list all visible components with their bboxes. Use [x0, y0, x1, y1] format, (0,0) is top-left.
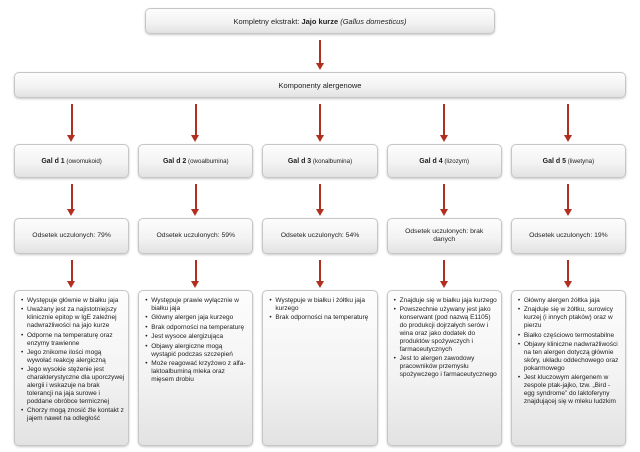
allergen-header-box: Gal d 3 (konalbumina)	[262, 144, 378, 178]
sensitized-label: Odsetek uczulonych: brak danych	[405, 227, 484, 243]
bullet-item: Jest kluczowym alergenem w zespole ptak-…	[516, 374, 621, 406]
bullet-item: Główny alergen żółtka jaja	[516, 297, 621, 305]
down-arrow-icon	[511, 178, 626, 218]
bullet-item: Brak odporności na temperaturę	[143, 324, 248, 332]
down-arrow-icon	[138, 254, 253, 290]
allergen-header-label: Gal d 1 (owomukoid)	[41, 158, 101, 165]
bullet-item: Znajduje się w żółtku, surowicy kurzej (…	[516, 306, 621, 330]
bullet-item: Białko częściowo termostabilne	[516, 332, 621, 340]
allergen-header-label: Gal d 5 (liwetyna)	[543, 158, 595, 165]
bullet-item: Brak odporności na temperaturę	[267, 314, 372, 322]
down-arrow-icon	[262, 178, 377, 218]
sensitized-label: Odsetek uczulonych: 59%	[156, 231, 236, 239]
bullet-item: Powszechnie używany jest jako konserwant…	[392, 306, 497, 354]
allergen-name: Gal d 3	[287, 157, 312, 165]
allergen-header-label: Gal d 2 (owoalbumina)	[163, 158, 229, 165]
title-latin-name: (Gallus domesticus)	[338, 16, 407, 26]
allergen-columns: Gal d 1 (owomukoid) Odsetek uczulonych: …	[14, 98, 627, 452]
allergen-name: Gal d 4	[419, 157, 443, 165]
bullet-item: Chorzy mogą znosić źle kontakt z jajem n…	[19, 407, 124, 423]
column-gal-d-3: Gal d 3 (konalbumina) Odsetek uczulonych…	[262, 98, 378, 452]
sensitized-label: Odsetek uczulonych: 19%	[529, 231, 608, 239]
bullet-item: Jest wysoce alergizująca	[143, 333, 248, 341]
bullet-item: Może reagować krzyżowo z alfa-laktoalbum…	[143, 360, 248, 384]
allergen-header-label: Gal d 4 (lizozym)	[419, 158, 469, 165]
details-list: Występuje głównie w białku jajaUważany j…	[19, 297, 124, 425]
down-arrow-icon	[14, 98, 129, 144]
sensitized-label: Odsetek uczulonych: 54%	[280, 231, 360, 239]
sensitized-box: Odsetek uczulonych: 59%	[138, 218, 254, 254]
bullet-item: Występuje głównie w białku jaja	[19, 297, 124, 305]
down-arrow-icon	[387, 254, 502, 290]
bullet-item: Odporne na temperaturę oraz enzymy trawi…	[19, 332, 124, 348]
details-list: Główny alergen żółtka jajaZnajduje się w…	[516, 297, 621, 407]
bullet-item: Znajduje się w białku jaja kurzego	[392, 297, 497, 305]
allergen-header-box: Gal d 4 (lizozym)	[386, 144, 502, 178]
allergen-components-box: Komponenty alergenowe	[14, 72, 626, 98]
allergen-name: Gal d 2	[162, 157, 187, 165]
sensitized-box: Odsetek uczulonych: 79%	[14, 218, 130, 254]
sensitized-box: Odsetek uczulonych: 54%	[262, 218, 378, 254]
column-gal-d-2: Gal d 2 (owoalbumina) Odsetek uczulonych…	[138, 98, 254, 452]
down-arrow-icon	[0, 34, 640, 72]
details-box: Występuje w białku i żółtku jaja kurzego…	[262, 290, 378, 446]
bullet-item: Występuje w białku i żółtku jaja kurzego	[267, 297, 372, 313]
details-box: Występuje głównie w białku jajaUważany j…	[14, 290, 130, 446]
allergen-protein: (lizozym)	[442, 157, 470, 165]
column-gal-d-4: Gal d 4 (lizozym) Odsetek uczulonych: br…	[386, 98, 502, 452]
complete-extract-label: Kompletny ekstrakt: Jajo kurze (Gallus d…	[234, 17, 407, 26]
bullet-item: Występuje prawie wyłącznie w białku jaja	[143, 297, 248, 313]
allergen-name: Gal d 5	[542, 157, 566, 165]
down-arrow-icon	[387, 178, 502, 218]
bullet-item: Objawy kliniczne nadwrażliwości na ten a…	[516, 341, 621, 373]
allergen-protein: (owomukoid)	[64, 157, 102, 165]
bullet-item: Główny alergen jaja kurzego	[143, 314, 248, 322]
details-box: Występuje prawie wyłącznie w białku jaja…	[138, 290, 254, 446]
down-arrow-icon	[387, 98, 502, 144]
down-arrow-icon	[262, 98, 377, 144]
sensitized-box: Odsetek uczulonych: 19%	[510, 218, 627, 254]
allergen-components-label: Komponenty alergenowe	[278, 80, 362, 90]
down-arrow-icon	[138, 98, 253, 144]
title-species: Jajo kurze	[301, 16, 339, 26]
sensitized-box: Odsetek uczulonych: brak danych	[386, 218, 502, 254]
allergen-protein: (konalbumina)	[311, 157, 353, 165]
bullet-item: Jego znikome ilości mogą wywołać reakcję…	[19, 349, 124, 365]
sensitized-label: Odsetek uczulonych: 79%	[32, 231, 111, 239]
bullet-item: Objawy alergiczne mogą wystąpić podczas …	[143, 343, 248, 359]
down-arrow-icon	[511, 98, 626, 144]
column-gal-d-5: Gal d 5 (liwetyna) Odsetek uczulonych: 1…	[510, 98, 627, 452]
details-list: Występuje prawie wyłącznie w białku jaja…	[143, 297, 248, 385]
down-arrow-icon	[14, 178, 129, 218]
allergen-header-box: Gal d 5 (liwetyna)	[510, 144, 627, 178]
allergen-header-box: Gal d 1 (owomukoid)	[14, 144, 130, 178]
details-box: Główny alergen żółtka jajaZnajduje się w…	[510, 290, 627, 446]
allergen-protein: (owoalbumina)	[186, 157, 229, 165]
bullet-item: Jest to alergen zawodowy pracowników prz…	[392, 355, 497, 379]
bullet-item: Uważany jest za najistotniejszy kliniczn…	[19, 306, 124, 330]
down-arrow-icon	[138, 178, 253, 218]
column-gal-d-1: Gal d 1 (owomukoid) Odsetek uczulonych: …	[14, 98, 130, 452]
details-list: Występuje w białku i żółtku jaja kurzego…	[267, 297, 372, 324]
down-arrow-icon	[262, 254, 377, 290]
bullet-item: Jego wysokie stężenie jest charakterysty…	[19, 366, 124, 406]
title-prefix: Kompletny ekstrakt:	[233, 16, 302, 26]
allergen-header-box: Gal d 2 (owoalbumina)	[138, 144, 254, 178]
allergen-protein: (liwetyna)	[565, 157, 595, 165]
details-box: Znajduje się w białku jaja kurzegoPowsze…	[386, 290, 502, 446]
down-arrow-icon	[511, 254, 626, 290]
allergen-header-label: Gal d 3 (konalbumina)	[288, 158, 352, 165]
allergen-name: Gal d 1	[41, 157, 65, 165]
details-list: Znajduje się w białku jaja kurzegoPowsze…	[392, 297, 497, 381]
complete-extract-box: Kompletny ekstrakt: Jajo kurze (Gallus d…	[145, 8, 495, 34]
down-arrow-icon	[14, 254, 129, 290]
